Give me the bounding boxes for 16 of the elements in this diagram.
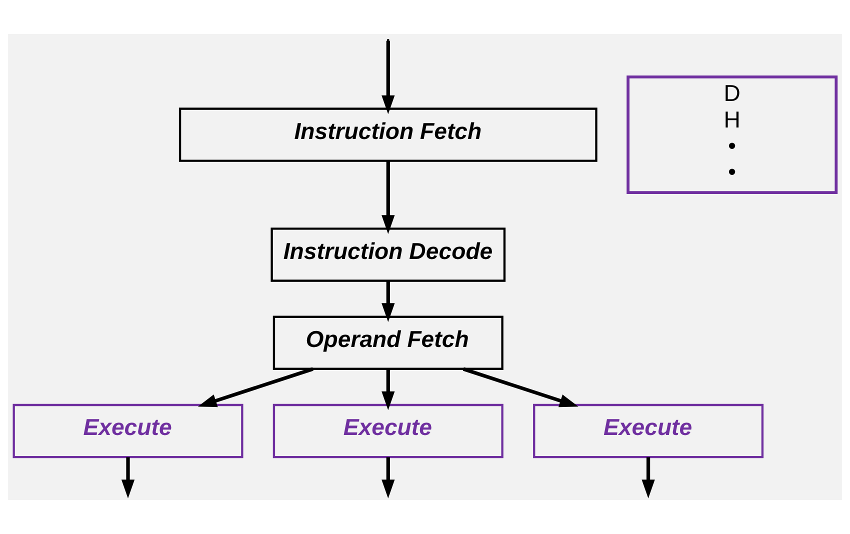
arrow bbox=[462, 367, 578, 408]
arrow bbox=[382, 457, 395, 498]
arrow bbox=[198, 367, 314, 408]
node-box: Operand Fetch bbox=[272, 316, 504, 370]
node-box: Execute bbox=[533, 404, 764, 458]
node-box: Execute bbox=[12, 404, 244, 458]
arrow bbox=[382, 40, 395, 114]
arrow bbox=[382, 280, 395, 322]
node-box: Instruction Decode bbox=[270, 228, 506, 282]
arrow bbox=[382, 161, 395, 234]
arrow bbox=[642, 457, 655, 498]
arrow bbox=[121, 457, 135, 498]
node-box: Instruction Fetch bbox=[178, 108, 598, 162]
arrow bbox=[382, 369, 395, 410]
node-box: D H • • bbox=[626, 76, 838, 194]
node-box: Execute bbox=[272, 404, 504, 458]
